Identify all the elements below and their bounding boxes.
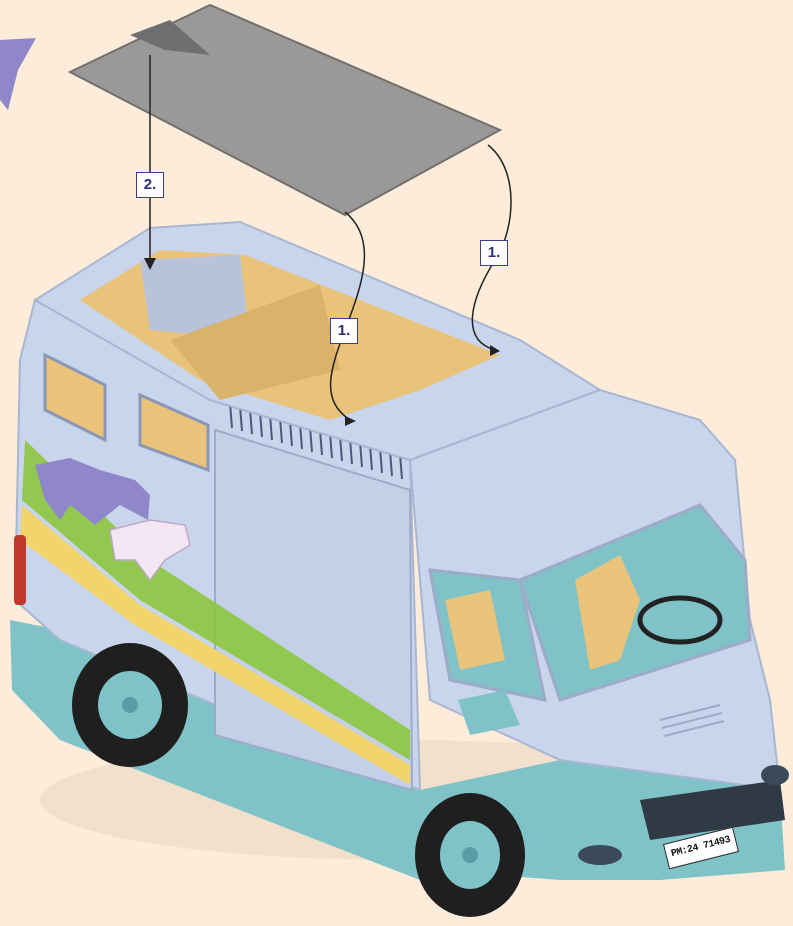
roof-panel <box>70 5 500 215</box>
rear-wheel <box>72 643 188 767</box>
step-label-1-right: 1. <box>480 240 508 266</box>
step-label-1-center: 1. <box>330 318 358 344</box>
headlight-right <box>761 765 789 785</box>
headlight-left <box>578 845 622 865</box>
rear-light <box>14 535 26 605</box>
front-wheel <box>415 793 525 917</box>
step-label-2: 2. <box>136 172 164 198</box>
star-icon <box>0 38 36 110</box>
